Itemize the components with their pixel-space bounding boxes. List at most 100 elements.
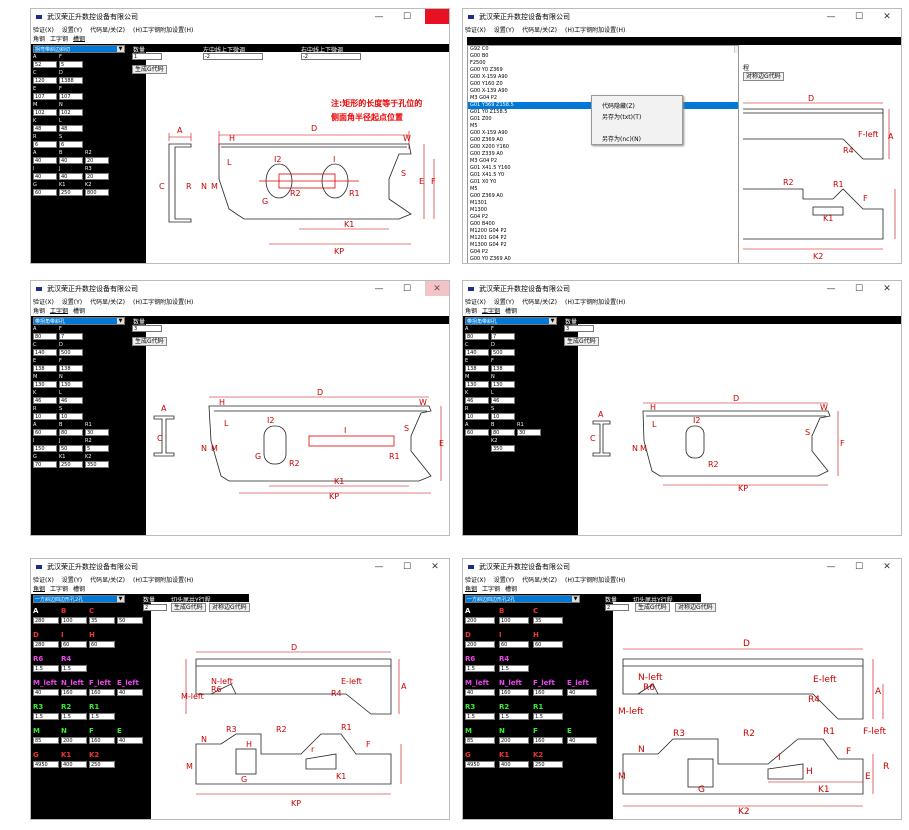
param-input[interactable]: 60 xyxy=(61,641,87,648)
param-input[interactable]: 1.5 xyxy=(499,713,529,720)
gcode-line[interactable]: G04 P2 xyxy=(470,249,489,255)
minimize-button[interactable]: — xyxy=(374,11,384,22)
param-input[interactable]: 48 xyxy=(33,125,57,132)
param-input[interactable]: 50 xyxy=(59,445,83,452)
gcode-line[interactable]: G00 X-139 A90 xyxy=(470,88,508,94)
minimize-button[interactable]: — xyxy=(826,11,836,22)
tab-ibeam[interactable]: 工字钢 xyxy=(482,586,501,593)
param-input[interactable]: 100 xyxy=(499,617,529,624)
menu-code-toggle[interactable]: 代码显/关(Z) xyxy=(522,299,557,306)
gcode-line[interactable]: M1301 xyxy=(470,200,488,206)
param-input[interactable]: 100 xyxy=(61,617,87,624)
symmetric-gcode-button[interactable]: 对称边G代码 xyxy=(209,603,250,612)
menu-settings[interactable]: 设置(Y) xyxy=(61,577,83,584)
param-input[interactable]: 160 xyxy=(61,689,87,696)
param-input[interactable]: 107 xyxy=(33,93,57,100)
param-input[interactable]: 1.5 xyxy=(465,665,495,672)
minimize-button[interactable]: — xyxy=(374,283,384,294)
param-input[interactable]: 10 xyxy=(491,413,515,420)
param-input[interactable]: 80 xyxy=(491,429,515,436)
qty-input[interactable]: 3 xyxy=(132,325,162,332)
param-input[interactable]: 350 xyxy=(491,445,515,452)
tab-angle[interactable]: 角钢 xyxy=(33,308,46,315)
tab-angle[interactable]: 角钢 xyxy=(465,308,478,315)
param-input[interactable]: 1.5 xyxy=(33,665,59,672)
param-input[interactable]: 1.5 xyxy=(61,665,87,672)
menu-settings[interactable]: 设置(Y) xyxy=(493,577,515,584)
param-input[interactable]: 1.5 xyxy=(499,665,529,672)
param-input[interactable]: 107 xyxy=(59,93,83,100)
left-adjust-input[interactable]: -2 xyxy=(203,53,263,60)
menu-save-txt[interactable]: 另存为(txt)(T) xyxy=(602,114,642,121)
param-input[interactable]: 85 xyxy=(465,737,495,744)
gcode-line[interactable]: M1300 xyxy=(470,207,488,213)
param-input[interactable]: 40 xyxy=(117,737,143,744)
param-input[interactable]: 138 xyxy=(465,365,489,372)
param-input[interactable]: 60 xyxy=(89,641,115,648)
param-input[interactable]: 40 xyxy=(59,173,83,180)
generate-gcode-button[interactable]: 生成G代码 xyxy=(132,337,167,346)
param-input[interactable]: 1.5 xyxy=(61,713,87,720)
param-input[interactable]: 5 xyxy=(59,61,83,68)
maximize-button[interactable]: ☐ xyxy=(854,11,864,22)
param-input[interactable]: 40 xyxy=(117,689,143,696)
param-input[interactable]: 1.5 xyxy=(465,713,495,720)
param-input[interactable]: 60 xyxy=(533,641,563,648)
minimize-button[interactable]: — xyxy=(374,561,384,572)
param-input[interactable]: 160 xyxy=(533,689,563,696)
menu-code-toggle[interactable]: 代码显/关(Z) xyxy=(90,577,125,584)
generate-gcode-button[interactable]: 生成G代码 xyxy=(564,337,599,346)
gcode-line[interactable]: G00 X-159 A90 xyxy=(470,74,508,80)
gcode-line[interactable]: G00 Z339 A0 xyxy=(470,151,503,157)
gcode-line[interactable]: G00 B400 xyxy=(470,221,495,227)
gcode-line[interactable]: M1201 G04 P2 xyxy=(470,235,507,241)
menu-verify[interactable]: 验证(X) xyxy=(33,27,54,34)
menu-settings[interactable]: 设置(Y) xyxy=(493,27,515,34)
param-input[interactable]: 40 xyxy=(567,689,597,696)
tab-ibeam[interactable]: 工字钢 xyxy=(50,36,69,43)
gcode-line[interactable]: M1300 G04 P2 xyxy=(470,242,507,248)
symmetric-gcode-button[interactable]: 对称边G代码 xyxy=(675,603,716,612)
param-input[interactable]: 138 xyxy=(33,365,57,372)
param-input[interactable]: 85 xyxy=(33,737,59,744)
shape-select[interactable]: 一方斜边四边形孔2孔▼ xyxy=(465,595,580,603)
menu-ibeam-settings[interactable]: (H)工字钢附加设置(H) xyxy=(564,299,626,306)
menu-ibeam-settings[interactable]: (H)工字钢附加设置(H) xyxy=(564,27,626,34)
param-input[interactable]: 500 xyxy=(491,349,515,356)
close-button[interactable] xyxy=(425,9,449,24)
gcode-line[interactable]: G00 Y160 Z0 xyxy=(470,81,503,87)
gcode-line[interactable]: G00 B0 xyxy=(470,53,489,59)
param-input[interactable]: 48 xyxy=(59,125,83,132)
param-input[interactable]: 30 xyxy=(517,429,541,436)
param-input[interactable]: 40 xyxy=(33,157,57,164)
param-input[interactable]: 130 xyxy=(465,381,489,388)
param-input[interactable]: 250 xyxy=(59,461,83,468)
qty-input[interactable]: 3 xyxy=(564,325,594,332)
param-input[interactable]: 160 xyxy=(533,737,563,744)
param-input[interactable]: 60 xyxy=(33,189,57,196)
menu-code-toggle[interactable]: 代码显/关(Z) xyxy=(90,299,125,306)
param-input[interactable]: 140 xyxy=(465,349,489,356)
menu-verify[interactable]: 验证(X) xyxy=(465,577,486,584)
param-input[interactable]: 400 xyxy=(499,761,529,768)
menu-hide-code[interactable]: 代码隐藏(Z) xyxy=(602,103,635,110)
qty-input[interactable]: 2 xyxy=(143,604,167,611)
tab-angle[interactable]: 角钢 xyxy=(33,586,46,593)
param-input[interactable]: 10 xyxy=(33,413,57,420)
param-input[interactable]: 160 xyxy=(89,737,115,744)
tab-channel[interactable]: 槽钢 xyxy=(505,586,518,593)
param-input[interactable]: 1.5 xyxy=(533,713,563,720)
gcode-line[interactable]: M5 xyxy=(470,123,478,129)
param-input[interactable]: 130 xyxy=(59,381,83,388)
param-input[interactable]: 40 xyxy=(59,157,83,164)
param-input[interactable]: 200 xyxy=(61,737,87,744)
param-input[interactable]: 30 xyxy=(85,429,109,436)
param-input[interactable]: 400 xyxy=(61,761,87,768)
param-input[interactable]: 160 xyxy=(89,689,115,696)
shape-select[interactable]: 带拐角带斜孔▼ xyxy=(33,317,125,325)
gcode-line[interactable]: G00 Y0 Z369 A0 xyxy=(470,256,511,262)
param-input[interactable]: 52 xyxy=(33,61,57,68)
tab-channel[interactable]: 槽钢 xyxy=(73,586,86,593)
menu-code-toggle[interactable]: 代码显/关(Z) xyxy=(522,577,557,584)
